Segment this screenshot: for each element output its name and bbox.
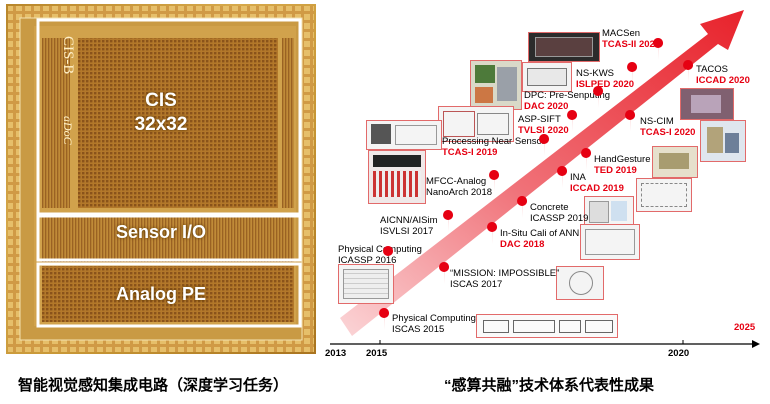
- thumb-concrete: [584, 196, 634, 228]
- die-brand: aDoC: [61, 116, 75, 146]
- thumb-dpc: [470, 60, 522, 110]
- year-2013: 2013: [325, 348, 347, 359]
- thumb-ns-kws: [522, 62, 572, 92]
- thumb-physical-computing-2016: [338, 264, 394, 304]
- time-axis-arrowhead: [752, 340, 760, 348]
- caption-right: “感算共融”技术体系代表性成果: [444, 377, 655, 394]
- die-mark: CIS-B: [60, 36, 76, 74]
- pub-mission-impossible: “MISSION: IMPOSSIBLE”ISCAS 2017: [450, 268, 560, 290]
- thumb-processing-near-sensor: [438, 106, 514, 142]
- growth-arrow: [340, 10, 744, 336]
- chip-label-analog-pe: Analog PE: [115, 284, 206, 304]
- chip-label-cis: CIS: [145, 90, 177, 111]
- chip-die-photo: CIS-B aDoC CIS 32x32 Sensor I/O Analog P…: [6, 4, 316, 354]
- thumb-asp-sift: [366, 120, 442, 150]
- thumb-tacos: [680, 88, 734, 120]
- chip-label-sensor-io: Sensor I/O: [115, 222, 207, 242]
- year-2020: 2020: [668, 348, 690, 359]
- year-2025: 2025: [734, 322, 756, 333]
- thumb-physical-computing-2015: [476, 314, 618, 338]
- thumb-mission-impossible: [556, 266, 604, 300]
- thumb-handgesture: [652, 146, 698, 178]
- caption-left: 智能视觉感知集成电路（深度学习任务）: [18, 377, 289, 394]
- thumb-ina: [636, 178, 692, 212]
- thumb-mfcc: [368, 150, 426, 204]
- thumb-in-situ: [580, 224, 640, 260]
- thumb-macsen: [528, 32, 600, 62]
- chip-label-size: 32x32: [134, 114, 188, 135]
- year-2015: 2015: [366, 348, 388, 359]
- thumb-ns-cim: [700, 120, 746, 162]
- chip-die-artwork: CIS-B aDoC: [8, 6, 314, 352]
